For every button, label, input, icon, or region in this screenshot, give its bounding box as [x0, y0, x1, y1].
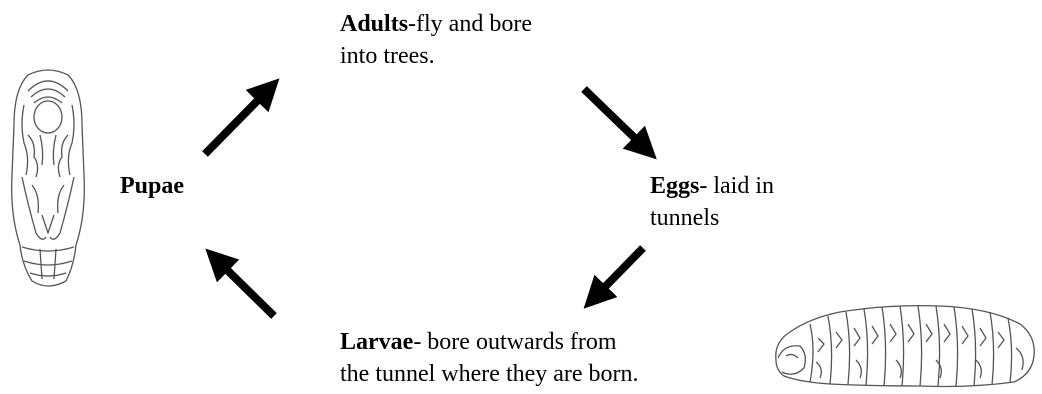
eggs-name: Eggs — [650, 173, 700, 199]
pupa-illustration — [11, 69, 85, 287]
larvae-name: Larvae — [340, 329, 414, 355]
adults-name: Adults — [340, 11, 409, 37]
larva-illustration — [775, 304, 1035, 388]
arrow-pupae-to-adults — [202, 78, 280, 157]
adults-desc-line2: into trees. — [340, 43, 435, 69]
pupae-label: Pupae — [120, 170, 184, 202]
eggs-desc-line2: tunnels — [650, 205, 720, 231]
pupae-name: Pupae — [120, 173, 185, 199]
eggs-label: Eggs- laid in tunnels — [650, 170, 774, 234]
arrow-larvae-to-pupae — [205, 248, 277, 319]
eggs-desc-line1: - laid in — [699, 173, 775, 199]
arrow-adults-to-eggs — [581, 86, 657, 160]
larvae-desc-line1: - bore outwards from — [413, 329, 617, 355]
larvae-desc-line2: the tunnel where they are born. — [340, 361, 639, 387]
adults-label: Adults-fly and bore into trees. — [340, 8, 532, 72]
arrow-eggs-to-larvae — [583, 245, 646, 309]
adults-desc-line1: -fly and bore — [408, 11, 532, 37]
larvae-label: Larvae- bore outwards from the tunnel wh… — [340, 326, 639, 390]
